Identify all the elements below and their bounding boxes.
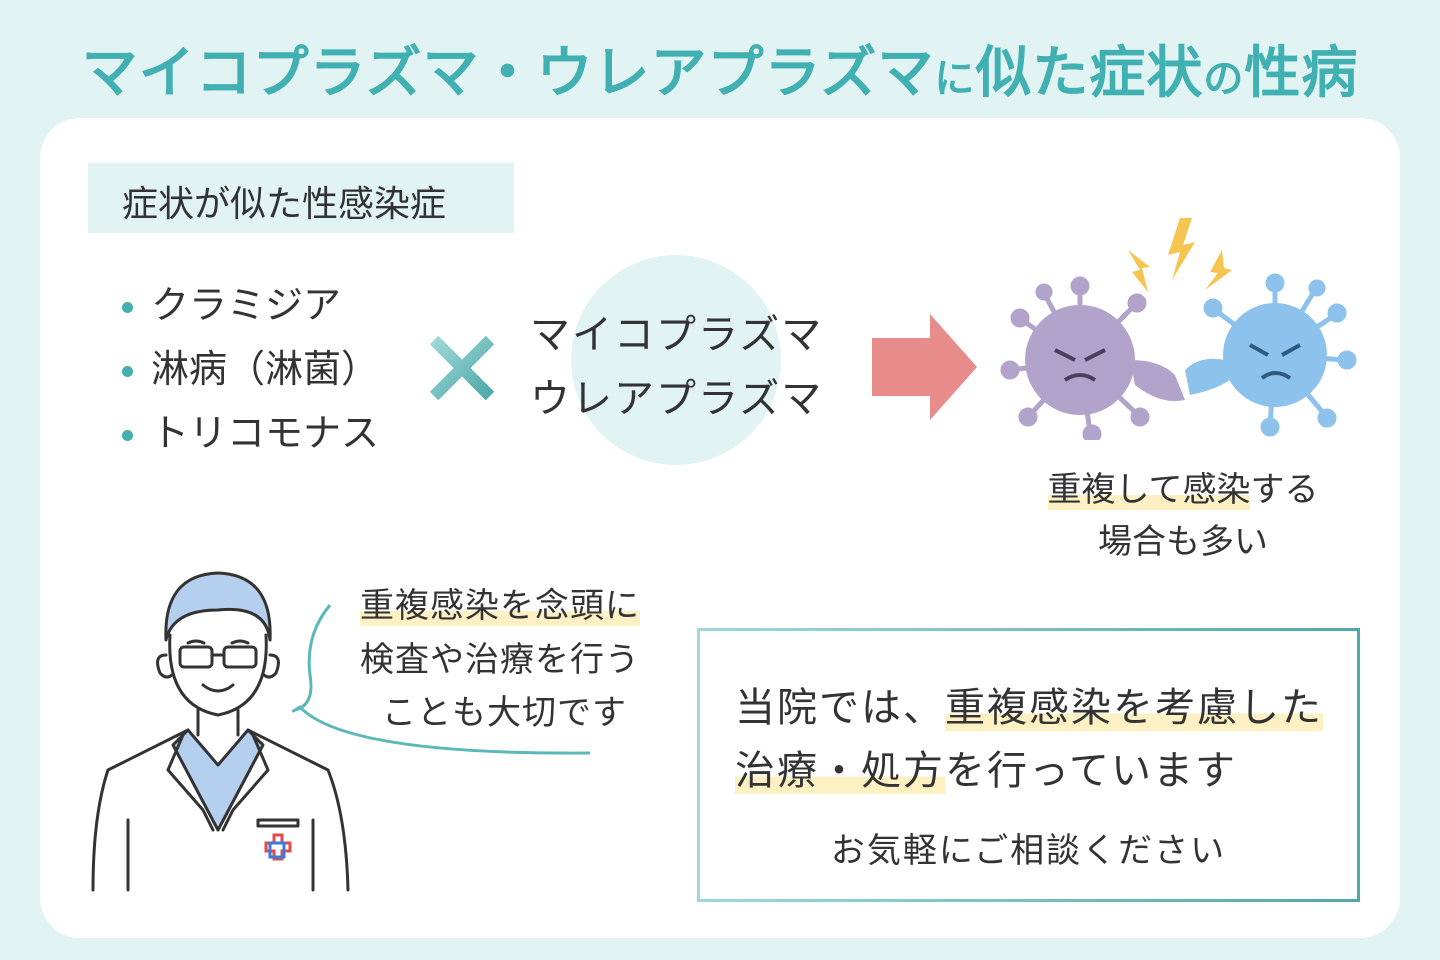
consult-text: お気軽にご相談ください xyxy=(830,831,1227,871)
virus-illustration xyxy=(1000,218,1357,440)
section-label: 症状が似た性感染症 xyxy=(88,163,514,233)
title-text: 性病 xyxy=(1244,41,1359,106)
title-text: の xyxy=(1203,56,1245,102)
speech-line xyxy=(291,604,591,755)
speech-line-1: 重複感染を念頭に xyxy=(360,578,640,627)
lightning-icon xyxy=(1128,218,1232,292)
purple-virus xyxy=(1000,276,1185,440)
message-line-2: 治療・処方を行っています xyxy=(735,738,1237,796)
pathogen-name: ウレアプラズマ xyxy=(530,376,824,422)
message-highlight: 重複感染を考慮した xyxy=(945,685,1323,731)
message-line-1: 当院では、重複感染を考慮した xyxy=(735,675,1323,733)
message-text: 当院では、 xyxy=(735,685,945,731)
multiply-icon xyxy=(429,335,495,401)
title-text: マイコプラズマ・ウレアプラズマ xyxy=(81,41,935,106)
page-title: マイコプラズマ・ウレアプラズマに似た症状の性病 xyxy=(0,28,1440,109)
hospital-logo-icon xyxy=(264,833,292,861)
result-text: 重複して感染する xyxy=(983,462,1383,511)
arrow-right-icon xyxy=(872,314,977,420)
pathogen-name: マイコプラズマ xyxy=(530,312,824,358)
result-text-2: 場合も多い xyxy=(1098,522,1268,562)
message-highlight: 治療・処方 xyxy=(735,748,945,794)
title-text: 似た症状 xyxy=(975,41,1204,106)
disease-item: 淋病（淋菌） xyxy=(122,338,379,393)
title-text: に xyxy=(934,56,976,102)
result-highlight: 重複して感染 xyxy=(1047,470,1251,510)
result-rest: する xyxy=(1250,470,1319,510)
speech-line-2: 検査や治療を行う xyxy=(360,640,640,680)
disease-item: トリコモナス xyxy=(122,402,379,457)
speech-line-3: ことも大切です xyxy=(382,693,627,733)
message-text: を行っています xyxy=(945,748,1237,794)
disease-item: クラミジア xyxy=(122,274,341,329)
pathogen-circle xyxy=(571,255,781,465)
doctor-illustration xyxy=(91,571,350,892)
speech-highlight: 重複感染を念頭に xyxy=(360,586,640,626)
blue-virus xyxy=(1185,273,1357,437)
